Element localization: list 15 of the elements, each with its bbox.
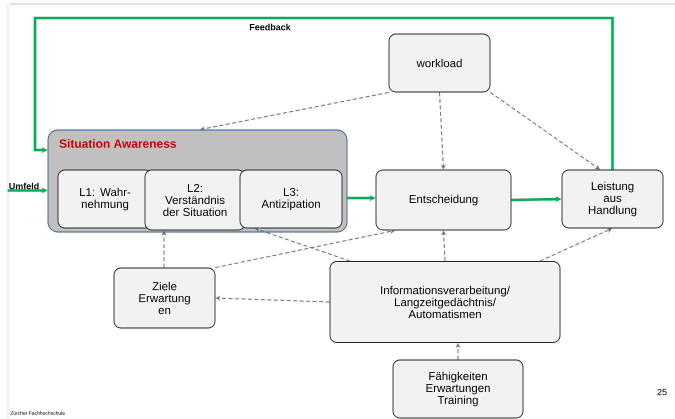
process-box: Ziele Erwartung en <box>114 268 216 328</box>
input-label: Umfeld <box>9 182 39 190</box>
process-box: Leistung aus Handlung <box>562 170 664 228</box>
process-box: Entscheidung <box>376 170 512 230</box>
process-box: Informationsverarbeitung/ Langzeitgedächtnis/ Automatismen <box>330 261 560 343</box>
process-box: Fähigkeiten Erwartungen Training <box>392 360 524 418</box>
process-box: L1: Wahr- nehmung <box>58 170 152 228</box>
edge-label: Feedback <box>250 24 291 30</box>
process-box: workload <box>388 34 490 92</box>
process-box: L2: Verständnis der Situation <box>144 170 246 230</box>
arrow <box>540 228 612 262</box>
arrow <box>255 228 350 262</box>
process-box: L3: Antizipation <box>240 170 342 228</box>
arrow <box>34 16 614 170</box>
page-number: 25 <box>657 388 667 396</box>
